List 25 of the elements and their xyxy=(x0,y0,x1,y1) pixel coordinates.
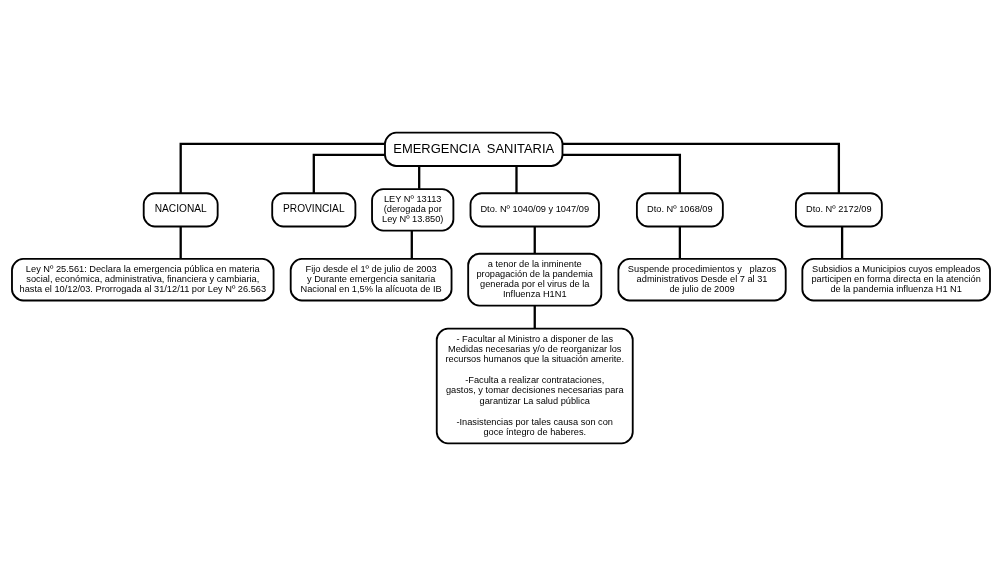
connector xyxy=(562,153,682,193)
node-box: Dto. Nº 1040/09 y 1047/09 xyxy=(469,191,600,227)
node-box: - Facultar al Ministro a disponer de las Medidas necesarias y/o de reorganizar los recursos humanos que la situación amerite. -Faculta a realizar contrataciones, gastos, y tomar decisiones necesarias para garantizar La salud pública -Inasistencias por tales causa son con goce íntegro de haberes. xyxy=(435,327,634,444)
connector xyxy=(179,142,385,193)
node-box: Dto. Nº 1068/09 xyxy=(635,191,724,227)
node-box: Ley Nº 25.561: Declara la emergencia pública en materia social, económica, administrativa, financiera y cambiaria, hasta el 10/12/03. Prorrogada al 31/12/11 por Ley Nº 26.563 xyxy=(11,257,275,301)
node-box: Suspende procedimientos y plazos administrativos Desde el 7 al 31 de julio de 2009 xyxy=(617,257,787,301)
connector xyxy=(840,226,844,259)
connector xyxy=(410,230,413,259)
connector xyxy=(562,142,841,193)
node-box: Dto. Nº 2172/09 xyxy=(794,191,883,227)
connector xyxy=(312,153,385,193)
node-box: Subsidios a Municipios cuyos empleados participen en forma directa en la atención de la pandemia influenza H1 N1 xyxy=(801,257,991,301)
node-box: Fijo desde el 1º de julio de 2003 y Durante emergencia sanitaria Nacional en 1,5% la alícuota de IB xyxy=(289,257,453,301)
node-box: a tenor de la inminente propagación de la pandemia generada por el virus de la Influenza H1N1 xyxy=(467,252,603,306)
connector xyxy=(179,226,182,259)
node-box: LEY Nº 13113 (derogada por Ley Nº 13.850) xyxy=(371,187,455,232)
connector xyxy=(533,226,536,254)
connector xyxy=(533,305,536,329)
connector xyxy=(678,226,682,259)
node-box: NACIONAL xyxy=(142,191,219,227)
node-box: EMERGENCIA SANITARIA xyxy=(384,131,564,167)
connector xyxy=(515,165,518,193)
connector xyxy=(418,165,421,189)
node-box: PROVINCIAL xyxy=(271,191,357,227)
